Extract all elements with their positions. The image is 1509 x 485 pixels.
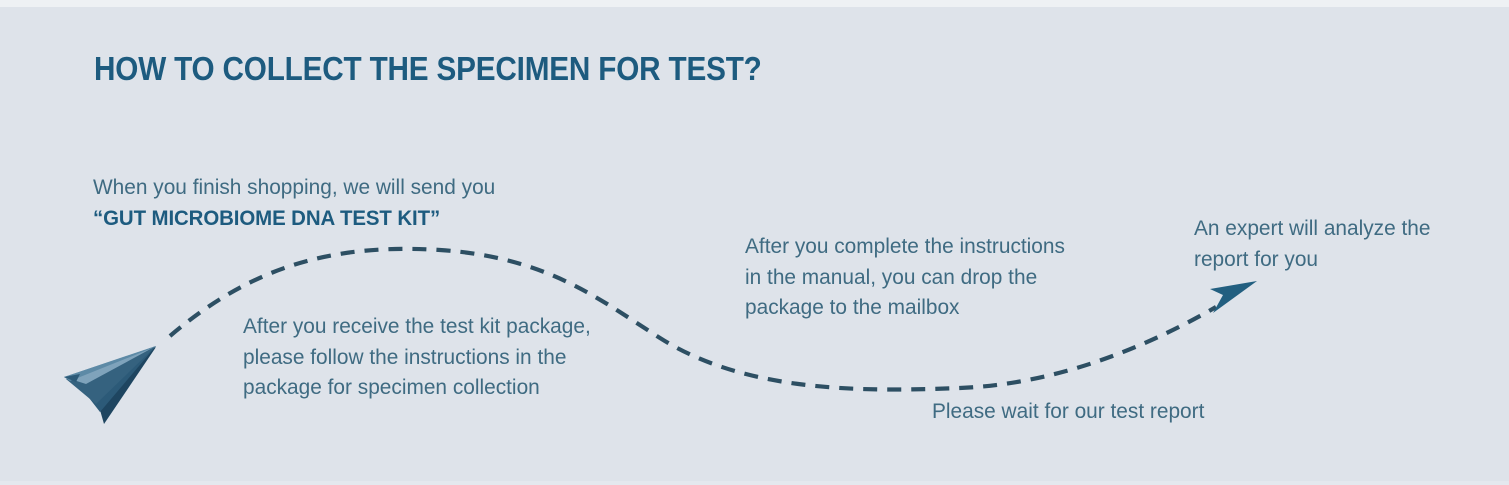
arrow-head-icon xyxy=(1210,281,1257,313)
paper-plane-body xyxy=(72,346,156,412)
step-line: An expert will analyze the xyxy=(1194,216,1431,240)
step-emphasis: “GUT MICROBIOME DNA TEST KIT” xyxy=(93,205,441,230)
step-line: in the manual, you can drop the xyxy=(745,264,1038,289)
paper-plane-crease xyxy=(64,346,156,381)
step-line: After you receive the test kit package, xyxy=(243,314,591,338)
step-mail-package: After you complete the instructions in t… xyxy=(745,231,1075,323)
step-line: please follow the instructions in the xyxy=(243,344,567,369)
paper-plane-icon xyxy=(64,346,156,424)
step-line: package for specimen collection xyxy=(243,375,540,399)
page-title: HOW TO COLLECT THE SPECIMEN FOR TEST? xyxy=(94,50,762,87)
step-wait-report: Please wait for our test report xyxy=(932,396,1213,427)
step-line: package to the mailbox xyxy=(745,295,960,319)
step-line: When you finish shopping, we will send y… xyxy=(93,175,496,199)
paper-plane-lower-wing xyxy=(66,346,156,404)
step-collect-specimen: After you receive the test kit package, … xyxy=(243,311,602,403)
paper-plane-upper-wing xyxy=(64,346,156,384)
step-line: After you complete the instructions xyxy=(745,234,1065,258)
top-edge-strip xyxy=(0,0,1509,7)
step-expert-analysis: An expert will analyze the report for yo… xyxy=(1194,213,1438,274)
step-receive-kit: When you finish shopping, we will send y… xyxy=(93,172,508,233)
step-line: report for you xyxy=(1194,246,1319,271)
bottom-edge-strip xyxy=(0,481,1509,485)
paper-plane-fin xyxy=(92,347,156,424)
step-line: Please wait for our test report xyxy=(932,399,1205,423)
paper-plane-tail-notch xyxy=(64,374,80,382)
